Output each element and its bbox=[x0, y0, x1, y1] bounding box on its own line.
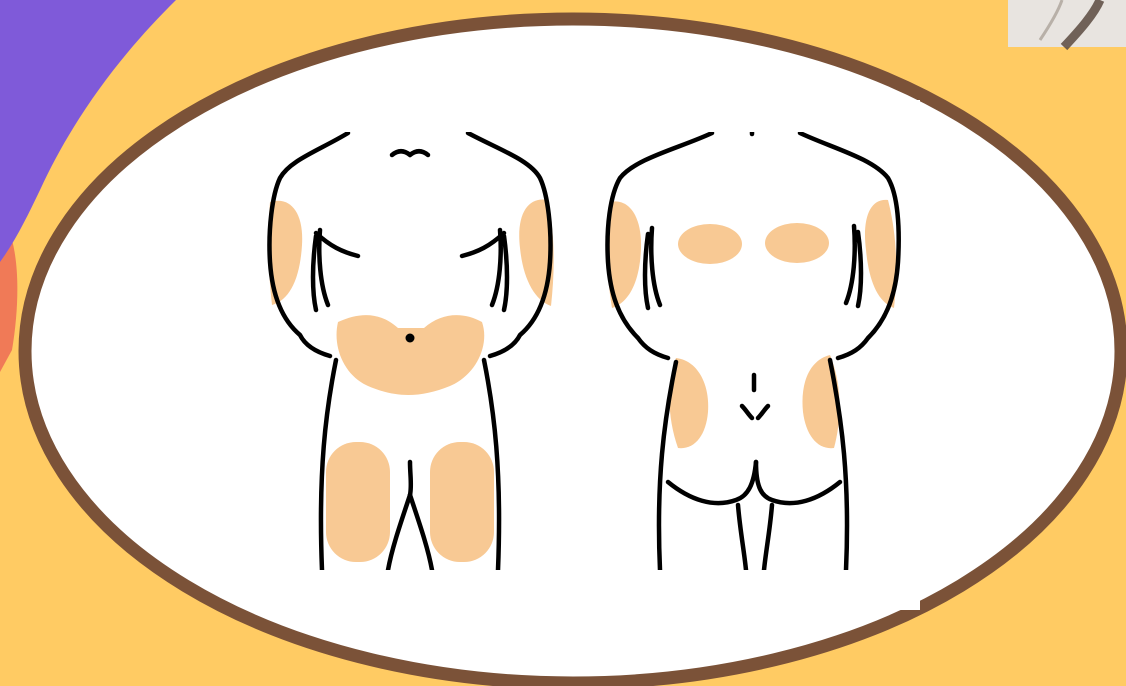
zone-back-left-shoulder-blade bbox=[678, 224, 742, 264]
zone-front-right-thigh bbox=[430, 442, 494, 562]
figure-bottom-crop bbox=[250, 570, 920, 610]
zone-front-left-thigh bbox=[326, 442, 390, 562]
photo-thumbnail-icon bbox=[1008, 0, 1126, 47]
figure-top-crop bbox=[250, 100, 920, 132]
zone-back-right-shoulder-blade bbox=[765, 223, 829, 263]
